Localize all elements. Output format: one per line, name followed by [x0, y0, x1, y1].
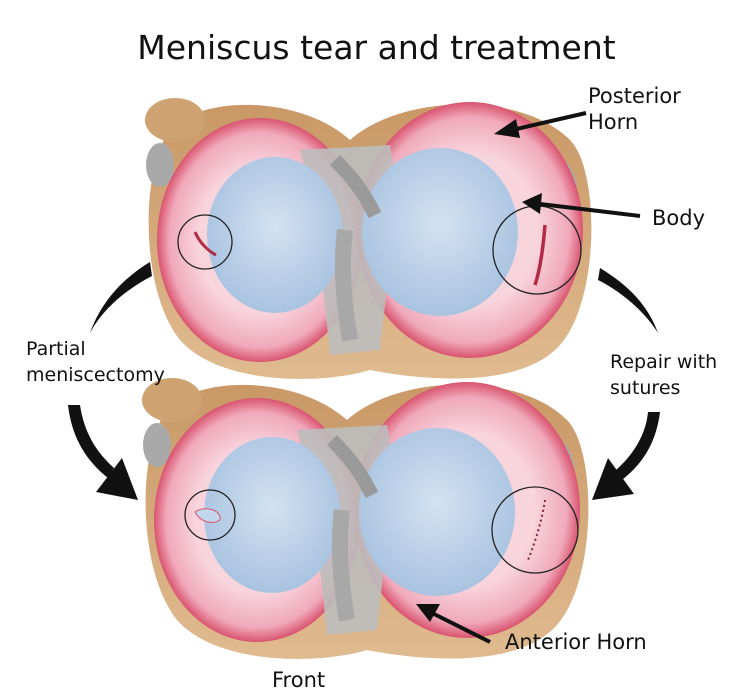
- label-posterior-horn: Posterior Horn: [588, 83, 681, 135]
- sutures-circle: [491, 486, 579, 574]
- tear-circle-left: [177, 214, 233, 270]
- curved-arrow-left-bottom: [68, 405, 138, 500]
- body-arrow: [522, 193, 641, 218]
- meniscectomy-circle: [184, 489, 236, 541]
- sutures: [527, 499, 546, 561]
- label-anterior-horn: Anterior Horn: [505, 630, 647, 654]
- curved-arrow-right-top: [598, 268, 658, 333]
- label-front: Front: [272, 668, 326, 692]
- tear-mark-right: [533, 224, 547, 286]
- label-line: Horn: [588, 110, 639, 134]
- label-partial-meniscectomy: Partial meniscectomy: [26, 336, 165, 388]
- tear-mark-left: [193, 231, 217, 257]
- label-line: Partial: [26, 338, 86, 360]
- diagram-title: Meniscus tear and treatment: [137, 28, 616, 67]
- curved-arrow-left-top: [90, 262, 152, 333]
- posterior-horn-arrow: [494, 111, 587, 138]
- anterior-horn-arrow: [416, 604, 491, 644]
- label-line: sutures: [610, 377, 681, 399]
- curved-arrow-right-bottom: [592, 412, 660, 500]
- trimmed-area: [194, 508, 221, 523]
- label-body: Body: [652, 206, 706, 230]
- label-line: meniscectomy: [26, 364, 165, 386]
- label-line: Repair with: [610, 351, 718, 373]
- meniscus-before-illustration: [145, 98, 591, 379]
- label-line: Posterior: [588, 84, 681, 108]
- label-repair-with-sutures: Repair with sutures: [610, 349, 717, 401]
